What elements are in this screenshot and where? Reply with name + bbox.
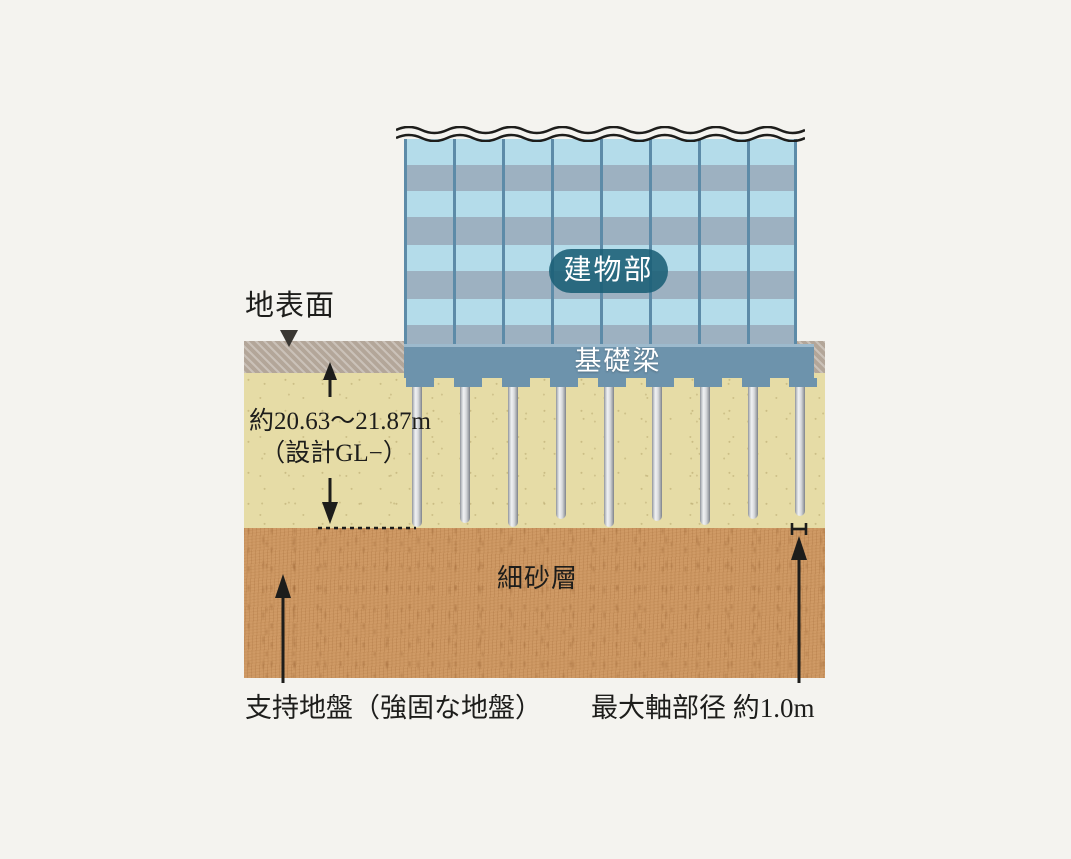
beam-pile-cap bbox=[550, 378, 578, 387]
foundation-pile bbox=[652, 380, 662, 521]
embedment-depth-datum: （設計GL−） bbox=[260, 440, 408, 467]
fine-sand-layer bbox=[244, 528, 825, 678]
foundation-pile bbox=[460, 380, 470, 523]
soil-cross-section bbox=[244, 341, 825, 678]
building-section-graphic bbox=[404, 139, 797, 344]
beam-pile-cap bbox=[598, 378, 626, 387]
building-column-line bbox=[502, 139, 505, 344]
beam-pile-cap bbox=[742, 378, 770, 387]
foundation-pile bbox=[412, 380, 422, 527]
building-section-badge: 建物部 bbox=[549, 249, 668, 293]
building-column-line bbox=[453, 139, 456, 344]
embedment-depth-label: 約20.63〜21.87m （設計GL−） bbox=[249, 406, 431, 470]
ground-surface-label: 地表面 bbox=[245, 290, 336, 322]
embedment-depth-value: 約20.63〜21.87m bbox=[249, 408, 431, 435]
foundation-pile bbox=[604, 380, 614, 527]
building-column-line bbox=[747, 139, 750, 344]
foundation-pile bbox=[748, 380, 758, 519]
building-break-line-icon bbox=[396, 126, 805, 142]
foundation-pile bbox=[795, 380, 805, 516]
beam-pile-cap bbox=[694, 378, 722, 387]
foundation-beam-slab bbox=[404, 344, 814, 378]
building-column-line bbox=[794, 139, 797, 344]
building-column-line bbox=[551, 139, 554, 344]
fine-sand-layer-label: 細砂層 bbox=[497, 564, 579, 593]
beam-pile-cap bbox=[646, 378, 674, 387]
building-column-line bbox=[649, 139, 652, 344]
bearing-stratum-label: 支持地盤（強固な地盤） bbox=[245, 693, 542, 723]
foundation-pile bbox=[556, 380, 566, 519]
beam-pile-cap bbox=[502, 378, 530, 387]
beam-pile-cap bbox=[789, 378, 817, 387]
beam-pile-cap bbox=[454, 378, 482, 387]
foundation-pile bbox=[700, 380, 710, 525]
fill-soil-layer bbox=[244, 373, 825, 528]
beam-pile-cap bbox=[406, 378, 434, 387]
building-column-line bbox=[404, 139, 407, 344]
foundation-beam-label: 基礎梁 bbox=[574, 346, 662, 376]
building-column-line bbox=[600, 139, 603, 344]
foundation-pile bbox=[508, 380, 518, 527]
building-column-line bbox=[698, 139, 701, 344]
max-shaft-diameter-label: 最大軸部径 約1.0m bbox=[591, 693, 815, 723]
